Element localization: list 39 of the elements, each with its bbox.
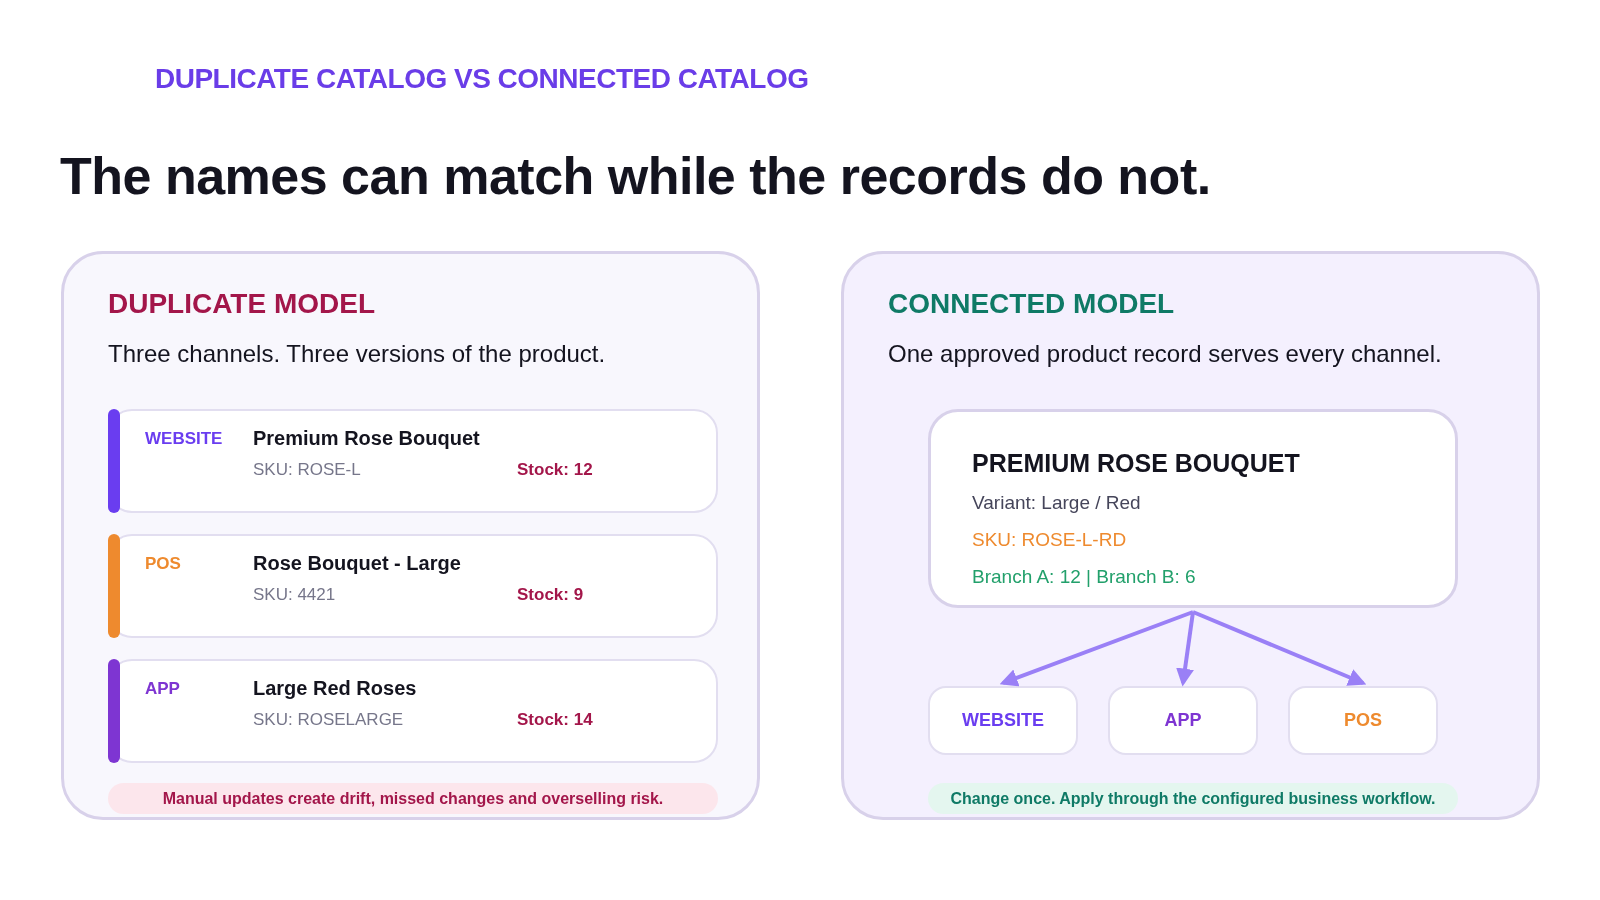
record-title: PREMIUM ROSE BOUQUET bbox=[972, 448, 1300, 478]
diagram-title: DUPLICATE CATALOG VS CONNECTED CATALOG bbox=[155, 62, 809, 96]
arrow bbox=[1192, 610, 1367, 686]
model-panel bbox=[841, 251, 1540, 820]
channel-label: APP bbox=[1164, 710, 1202, 731]
channel-label: POS bbox=[145, 554, 181, 575]
sku-text: SKU: ROSELARGE bbox=[253, 710, 404, 731]
panel-subtitle: Three channels. Three versions of the product. bbox=[108, 340, 606, 369]
channel-label: WEBSITE bbox=[962, 710, 1044, 731]
channel-label: APP bbox=[145, 679, 180, 700]
variant-text: Variant: Large / Red bbox=[972, 492, 1141, 515]
product-name: Rose Bouquet - Large bbox=[253, 551, 461, 575]
channel-box bbox=[928, 686, 1078, 755]
panel-heading: CONNECTED MODEL bbox=[888, 287, 1175, 321]
sku-text: SKU: ROSE-L bbox=[253, 460, 361, 481]
product-record-card bbox=[928, 409, 1458, 608]
note-text: Change once. Apply through the configured business workflow. bbox=[950, 789, 1436, 808]
sku-text: SKU: 4421 bbox=[253, 585, 336, 606]
channel-label: POS bbox=[1344, 710, 1382, 731]
channel-box bbox=[1288, 686, 1438, 755]
channel-card bbox=[108, 534, 718, 638]
stock-text: Stock: 14 bbox=[517, 710, 593, 731]
stock-text: Stock: 12 bbox=[517, 460, 593, 481]
model-panel bbox=[61, 251, 760, 820]
channel-label: WEBSITE bbox=[145, 429, 223, 450]
panel-subtitle: One approved product record serves every channel. bbox=[888, 340, 1442, 369]
headline: The names can match while the records do not. bbox=[60, 146, 1211, 207]
stock-text: Branch A: 12 | Branch B: 6 bbox=[972, 566, 1196, 589]
sku-text: SKU: ROSE-L-RD bbox=[972, 529, 1127, 552]
note-text: Manual updates create drift, missed changes and overselling risk. bbox=[162, 789, 664, 808]
panel-heading: DUPLICATE MODEL bbox=[108, 287, 376, 321]
channel-box bbox=[1108, 686, 1258, 755]
product-name: Premium Rose Bouquet bbox=[253, 426, 480, 450]
arrow bbox=[999, 610, 1194, 687]
channel-card bbox=[108, 409, 718, 513]
arrow bbox=[1176, 611, 1195, 687]
product-name: Large Red Roses bbox=[253, 676, 417, 700]
stock-text: Stock: 9 bbox=[517, 585, 584, 606]
channel-card bbox=[108, 659, 718, 763]
